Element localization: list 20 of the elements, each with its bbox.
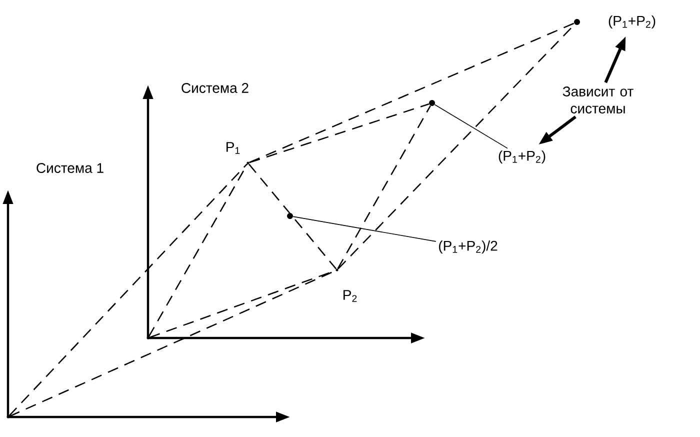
vertex	[6, 416, 10, 418]
dashed-line	[8, 164, 248, 416]
leader-line	[292, 216, 436, 242]
system-label: Система 2	[182, 83, 248, 93]
vertex	[146, 336, 150, 340]
system-label: Система 1	[36, 163, 104, 173]
dashed-line	[248, 164, 337, 270]
vertex	[246, 162, 250, 164]
text-label: (P$_{1}$+P$_{2}$)/2	[439, 240, 498, 254]
text-label: (P$_{1}$+P$_{2}$)	[608, 15, 656, 29]
dashed-line	[249, 103, 430, 164]
dashed-line	[148, 164, 248, 338]
point-label: P$_{2}$	[344, 290, 357, 302]
vertex	[336, 268, 338, 272]
point-label: P$_{1}$	[226, 142, 240, 154]
dashed-line	[249, 22, 574, 164]
leader-line	[434, 104, 508, 149]
text-label: (P$_{1}$+P$_{2}$)	[498, 150, 546, 164]
dashed-line	[337, 105, 431, 270]
text-label: Зависит от системы	[562, 86, 634, 114]
